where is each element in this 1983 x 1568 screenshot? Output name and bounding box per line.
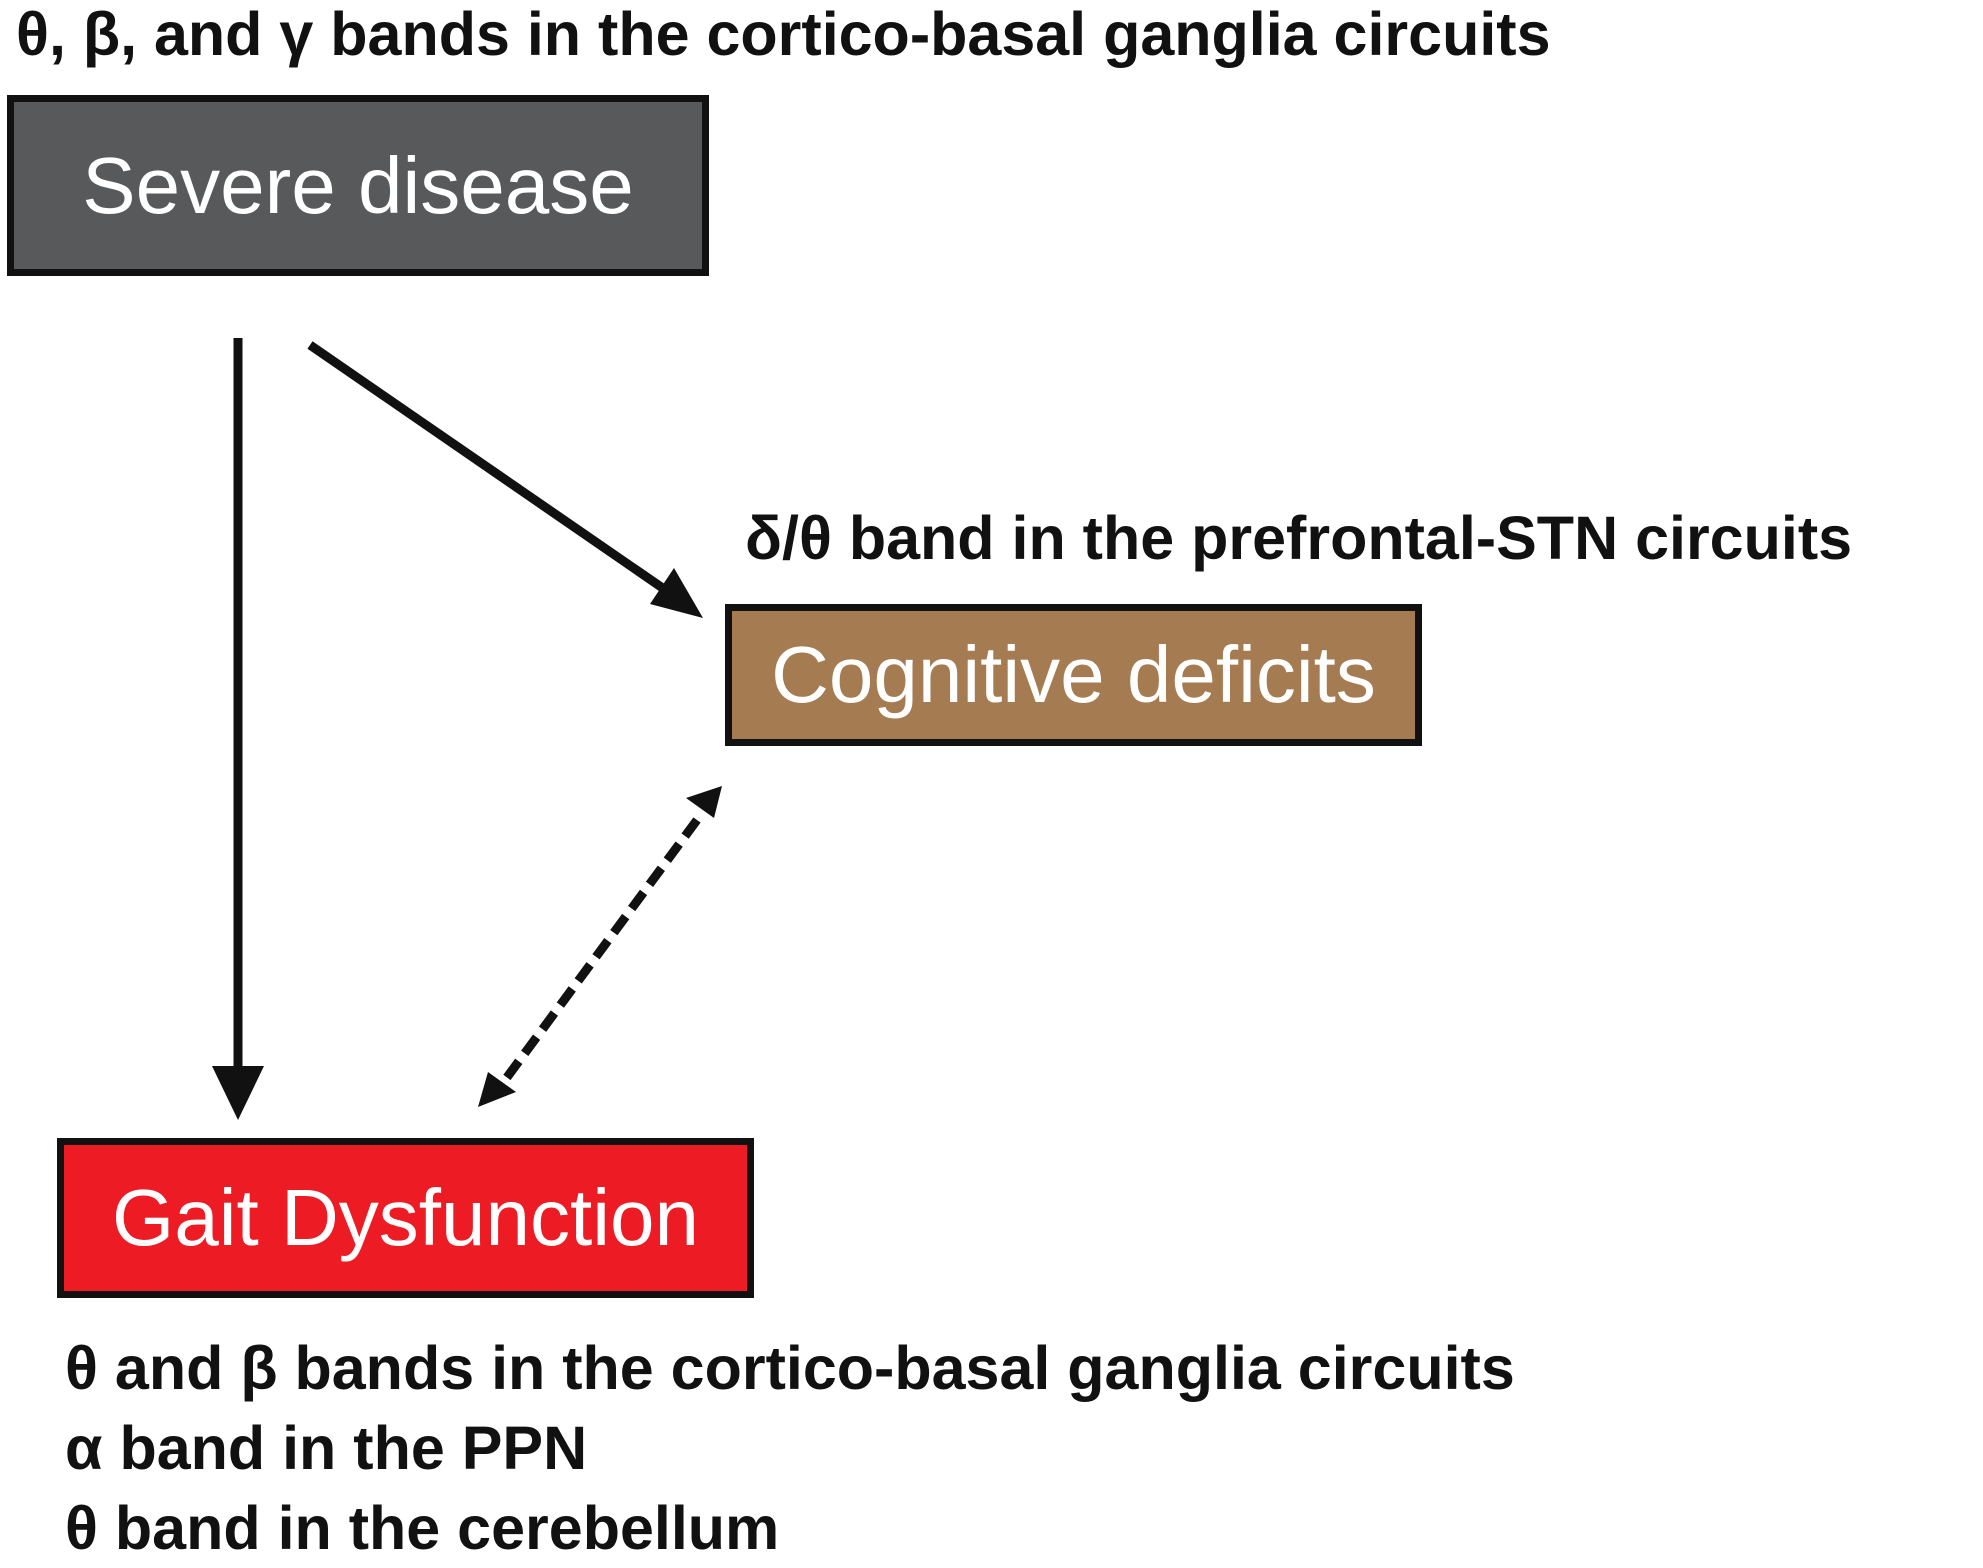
cognitive-bands-label: δ/θ band in the prefrontal-STN circuits — [745, 504, 1853, 572]
arrowhead-dashed-bottom — [478, 1072, 516, 1107]
gait-band-line: θ and β bands in the cortico-basal gangl… — [65, 1334, 1515, 1402]
arrow-cognitive-gait-dashed — [501, 817, 701, 1083]
cognitive-deficits-box: Cognitive deficits — [725, 604, 1422, 746]
arrowhead-cognitive — [650, 568, 703, 618]
gait-band-line: α band in the PPN — [65, 1414, 588, 1482]
arrowhead-gait — [212, 1066, 264, 1120]
severe-disease-box: Severe disease — [7, 95, 709, 276]
severe-disease-bands-label: θ, β, and γ bands in the cortico-basal g… — [16, 0, 1551, 68]
gait-dysfunction-text: Gait Dysfunction — [112, 1173, 699, 1262]
arrow-severe-to-cognitive — [307, 341, 683, 604]
gait-bands-list: θ and β bands in the cortico-basal gangl… — [65, 1328, 1515, 1568]
arrowhead-dashed-top — [686, 786, 722, 818]
severe-disease-text: Severe disease — [82, 140, 634, 230]
cognitive-deficits-text: Cognitive deficits — [771, 630, 1376, 719]
gait-band-line: θ band in the cerebellum — [65, 1494, 780, 1562]
gait-dysfunction-box: Gait Dysfunction — [57, 1138, 754, 1298]
